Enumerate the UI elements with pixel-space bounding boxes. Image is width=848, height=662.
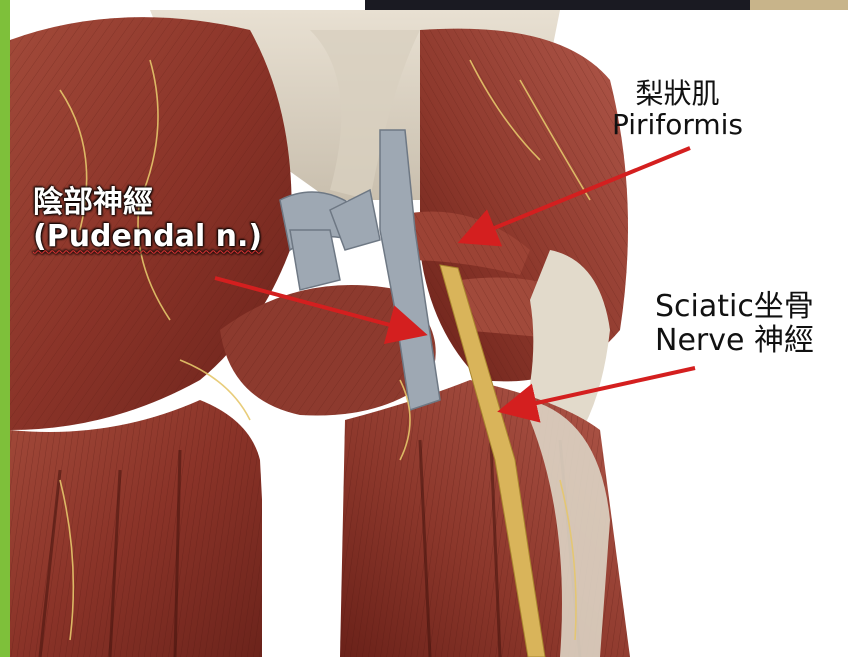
piriformis-label-en: Piriformis	[612, 109, 743, 140]
piriformis-label-zh: 梨狀肌	[612, 78, 743, 109]
pudendal-nerve-label: 陰部神經 (Pudendal n.)	[33, 186, 262, 253]
slide-accent-bar	[0, 0, 10, 657]
sciatic-label-zh1: 坐骨	[754, 289, 814, 324]
piriformis-label: 梨狀肌 Piriformis	[612, 78, 743, 141]
sciatic-label-en1: Sciatic	[655, 289, 754, 324]
sciatic-nerve-label: Sciatic坐骨 Nerve 神經	[655, 290, 814, 357]
slide-top-strip-light	[10, 0, 365, 10]
sciatic-label-en2: Nerve	[655, 323, 744, 358]
pudendal-label-en: (Pudendal n.)	[33, 220, 262, 254]
sciatic-label-zh2: 神經	[754, 323, 814, 358]
pudendal-label-zh: 陰部神經	[33, 186, 262, 220]
gap-between-thighs	[262, 432, 348, 657]
